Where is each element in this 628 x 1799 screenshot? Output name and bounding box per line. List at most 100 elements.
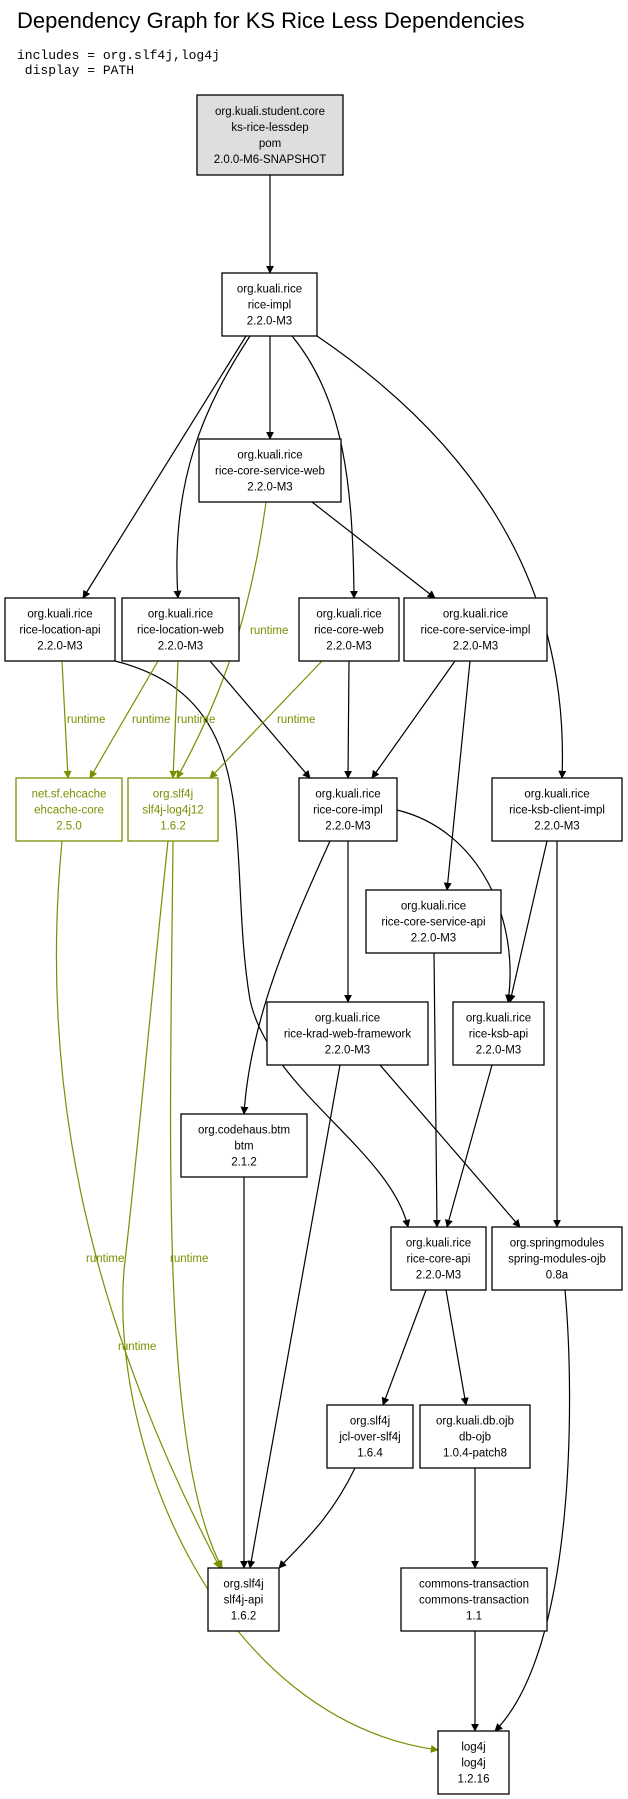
node-line: org.kuali.db.ojb (436, 1416, 514, 1428)
edge-location-api-to-ehcache (61, 660, 72, 779)
node-line: org.kuali.rice (315, 789, 380, 801)
node-line: net.sf.ehcache (32, 789, 107, 801)
node-box (452, 1001, 545, 1066)
node-line: org.kuali.rice (27, 609, 92, 621)
node-line: rice-impl (248, 300, 291, 312)
node-box (419, 1404, 531, 1469)
node-core-service-api: org.kuali.ricerice-core-service-api2.2.0… (365, 889, 502, 954)
node-line: 1.2.16 (458, 1774, 490, 1786)
edge-label-location-api-to-ehcache: runtime (67, 714, 105, 726)
edge-core-impl-to-btm (240, 840, 331, 1115)
node-box (221, 272, 318, 337)
edge-ksb-client-impl-to-ksb-api (507, 840, 548, 1003)
node-line: 1.6.2 (160, 821, 186, 833)
nodes-layer: org.kuali.student.coreks-rice-lessdeppom… (4, 94, 623, 1795)
edge-core-service-impl-to-core-impl (371, 660, 456, 779)
node-box (4, 597, 116, 662)
display-line: display = PATH (17, 63, 135, 78)
node-line: org.slf4j (223, 1579, 263, 1591)
edge-label-location-web-to-slf4j-log4j12: runtime (177, 714, 215, 726)
edge-core-web-to-slf4j-log4j12 (209, 660, 323, 779)
node-line: 2.0.0-M6-SNAPSHOT (214, 154, 326, 166)
node-line: rice-core-service-impl (421, 625, 531, 637)
node-line: btm (234, 1141, 253, 1153)
node-line: 2.2.0-M3 (453, 641, 498, 653)
node-line: log4j (461, 1758, 485, 1770)
node-box (365, 889, 502, 954)
edge-krad-to-slf4j-api (247, 1064, 341, 1569)
node-line: rice-core-service-api (381, 917, 485, 929)
node-line: 1.1 (466, 1611, 482, 1623)
node-line: org.kuali.rice (443, 609, 508, 621)
node-line: ehcache-core (34, 805, 104, 817)
node-line: rice-ksb-api (469, 1029, 528, 1041)
node-line: db-ojb (459, 1432, 491, 1444)
node-line: commons-transaction (419, 1595, 529, 1607)
node-line: rice-location-api (19, 625, 100, 637)
node-line: 2.2.0-M3 (411, 933, 456, 945)
node-line: org.kuali.student.core (215, 106, 325, 118)
node-box (196, 94, 344, 176)
edge-label-core-service-web-to-slf4j-log4j12: runtime (250, 625, 288, 637)
node-line: spring-modules-ojb (508, 1254, 606, 1266)
edge-spring-ojb-to-log4j (494, 1289, 571, 1732)
node-ehcache: net.sf.ehcache ehcache-core 2.5.0 (15, 777, 123, 842)
node-line: 2.2.0-M3 (534, 821, 579, 833)
edge-core-service-api-to-core-api (432, 952, 441, 1228)
edge-label-location-web-to-ehcache: runtime (132, 714, 170, 726)
node-line: org.kuali.rice (524, 789, 589, 801)
edge-location-web-to-core-impl (209, 660, 311, 779)
edge-krad-to-spring-ojb (379, 1064, 521, 1228)
node-box (491, 1226, 623, 1291)
edge-slf4j-log4j12-to-slf4j-api (169, 840, 223, 1569)
edge-label-slf4j-log4j12-to-slf4j-api: runtime (170, 1253, 208, 1265)
edge-label-ehcache-to-slf4j-api: runtime (86, 1253, 124, 1265)
node-line: 2.2.0-M3 (158, 641, 203, 653)
node-line: org.slf4j (350, 1416, 390, 1428)
node-line: 2.2.0-M3 (247, 316, 292, 328)
node-box (400, 1567, 548, 1632)
node-line: 2.2.0-M3 (325, 821, 370, 833)
node-core-service-impl: org.kuali.rice rice-core-service-impl 2.2.… (403, 597, 548, 662)
node-box (403, 597, 548, 662)
edges-layer (55, 175, 571, 1753)
node-box (390, 1226, 487, 1291)
node-box (266, 1001, 429, 1066)
edge-location-web-to-ehcache (89, 660, 159, 779)
node-line: org.kuali.rice (316, 609, 381, 621)
node-line: rice-krad-web-framework (284, 1029, 411, 1041)
edge-rice-impl-to-ksb-client-impl (316, 335, 567, 779)
node-krad: org.kuali.rice rice-krad-web-framework 2.2… (266, 1001, 429, 1066)
edge-core-api-to-jcl (381, 1289, 427, 1406)
node-box (298, 777, 398, 842)
includes-line: includes = org.slf4j,log4j (17, 48, 220, 63)
node-line: org.kuali.rice (237, 284, 302, 296)
node-line: slf4j-log4j12 (142, 805, 203, 817)
edge-core-web-to-core-impl (344, 660, 353, 779)
diagram-title: Dependency Graph for KS Rice Less Depend… (17, 8, 525, 33)
edge-ehcache-to-slf4j-api (55, 840, 221, 1569)
node-line: 2.2.0-M3 (325, 1045, 370, 1057)
edge-jcl-to-slf4j-api (278, 1467, 356, 1569)
node-box (121, 597, 240, 662)
node-box (326, 1404, 414, 1469)
edge-label-core-web-to-slf4j-log4j12: runtime (277, 714, 315, 726)
edge-rice-impl-to-core-web (291, 335, 358, 599)
node-line: 2.1.2 (231, 1157, 257, 1169)
edge-location-web-to-slf4j-log4j12 (169, 660, 179, 779)
edge-core-service-impl-to-core-service-api (443, 660, 471, 891)
node-line: org.kuali.rice (466, 1013, 531, 1025)
node-line: 0.8a (546, 1270, 569, 1282)
node-line: org.kuali.rice (148, 609, 213, 621)
node-line: ks-rice-lessdep (231, 122, 308, 134)
node-line: 2.5.0 (56, 821, 82, 833)
node-line: org.kuali.rice (315, 1013, 380, 1025)
